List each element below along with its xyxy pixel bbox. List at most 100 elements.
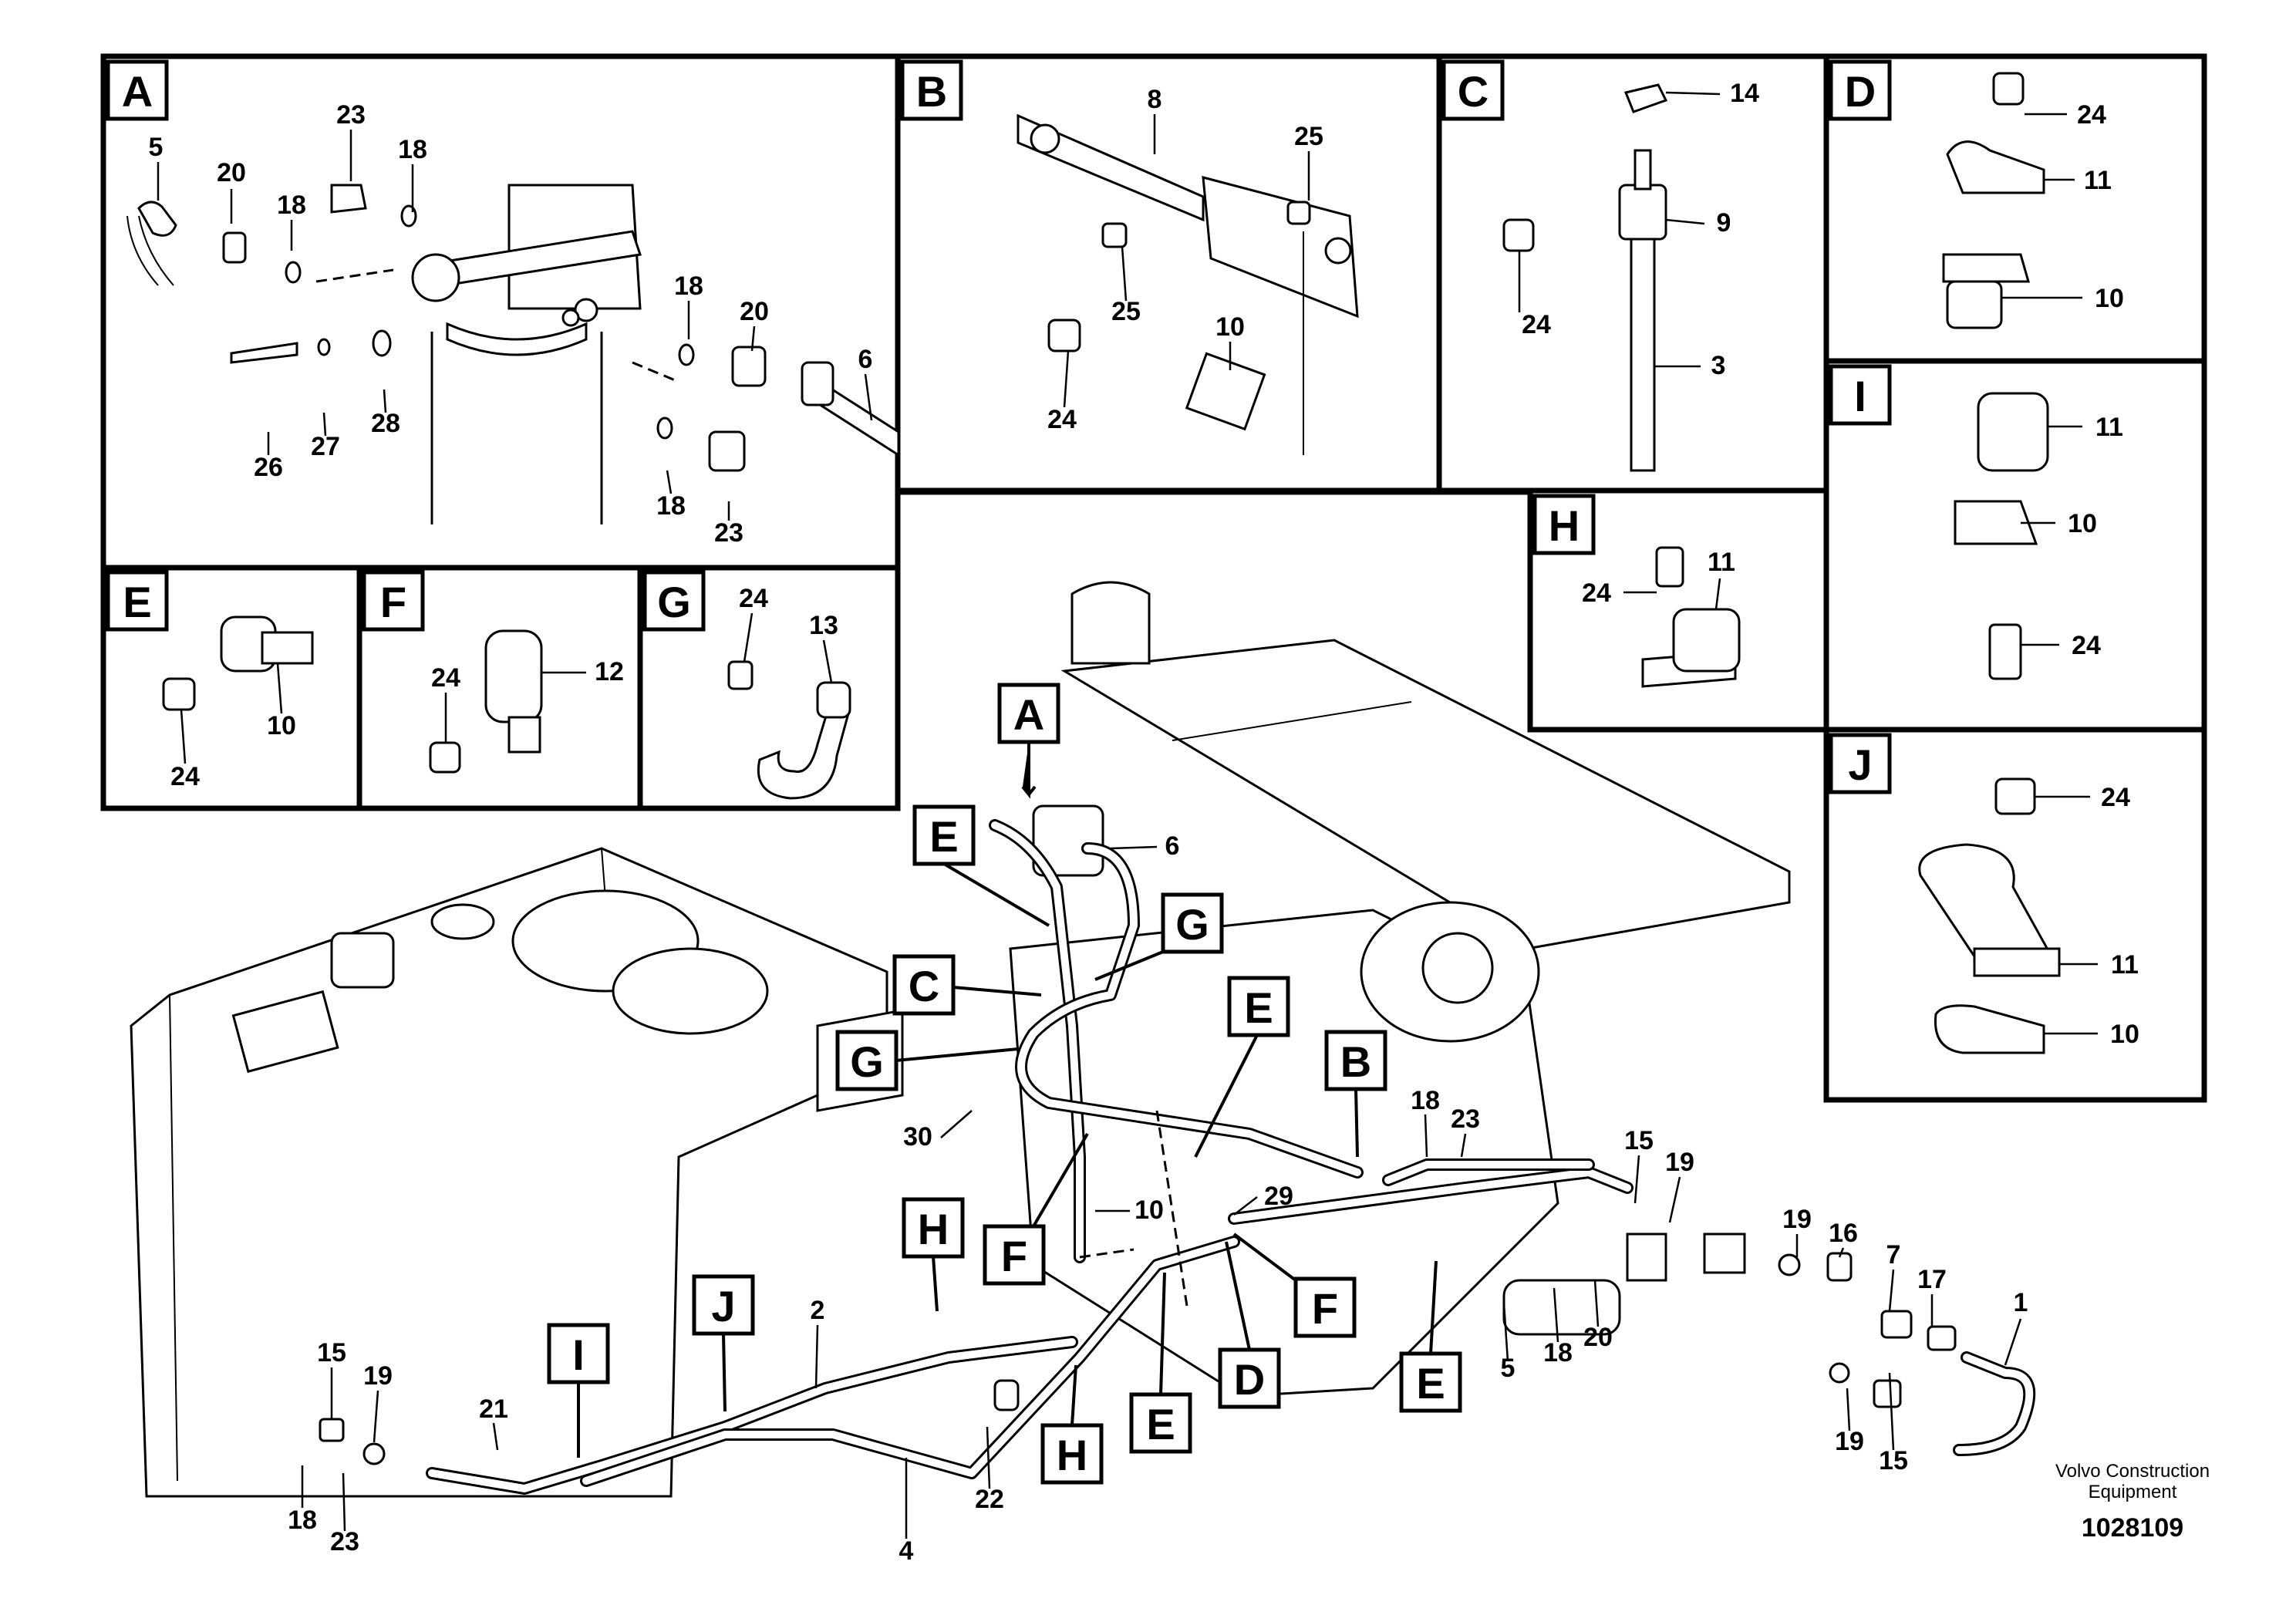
credit-line-1: Volvo Construction [2055,1461,2210,1482]
main-label-f-left: F [1001,1232,1027,1280]
callout-a-28: 28 [371,409,400,438]
panel-i-label: I [1854,372,1866,420]
callouts-panel-g: 24 13 [739,584,838,683]
panel-e-drawing [162,615,314,711]
panel-h-label: H [1549,501,1580,550]
callout-d-24: 24 [2077,100,2106,130]
main-label-d: D [1234,1355,1265,1404]
panel-e-label-box [106,570,169,632]
callout-a-18-top: 18 [398,135,427,164]
main-label-j: J [711,1282,735,1330]
callout-c-9: 9 [1717,208,1731,238]
panel-b-label: B [916,67,947,116]
callout-main-17: 17 [1917,1265,1947,1294]
callouts-main-view: 6 30 10 18 23 29 15 19 19 16 7 17 1 5 18… [288,831,2028,1566]
main-label-h-upper: H [918,1205,949,1253]
callout-main-7: 7 [1886,1240,1901,1270]
callout-i-11: 11 [2095,413,2123,442]
main-label-b: B [1340,1037,1371,1086]
callout-j-11: 11 [2111,950,2139,980]
callout-main-19-left: 19 [363,1361,393,1391]
callout-main-19-mid: 19 [1782,1205,1812,1234]
callout-g-24: 24 [739,584,768,613]
panel-j-label-box [1829,733,1892,794]
panel-g-label: G [657,578,691,626]
panel-a-frame [100,53,901,571]
callout-j-24: 24 [2101,783,2130,812]
callouts-panel-c: 14 9 24 3 [1518,79,1759,380]
main-label-c: C [909,962,939,1010]
callout-main-15-right: 15 [1624,1126,1654,1155]
callout-a-5: 5 [149,133,164,162]
callouts-panel-f: 12 24 [431,657,624,743]
callout-main-21: 21 [479,1394,508,1424]
main-assembly-view [130,489,2036,1498]
panel-i-label-box [1829,364,1892,426]
callout-j-10: 10 [2110,1020,2139,1049]
figure-number: 1028109 [2082,1513,2183,1543]
callout-main-18-left: 18 [288,1506,317,1535]
callout-a-18-mid: 18 [674,271,703,301]
callout-main-6: 6 [1165,831,1180,861]
credit-line-2: Equipment [2089,1482,2177,1502]
callouts-panel-a: 5 20 23 18 18 18 20 6 26 27 28 18 23 [149,100,873,548]
panel-h-label-box [1532,494,1596,555]
callout-a-27: 27 [311,432,340,461]
figure-footer: Volvo Construction Equipment 1028109 [2055,1461,2210,1543]
main-label-f-right: F [1312,1284,1338,1333]
callout-a-26: 26 [254,453,283,482]
callout-main-18-upper: 18 [1411,1086,1440,1115]
panel-c-drawing [1502,83,1668,472]
callouts-panel-i: 11 10 24 [2021,413,2123,660]
panel-g-drawing [727,660,851,800]
callout-main-30: 30 [903,1122,932,1152]
panel-c-label: C [1458,67,1489,116]
callout-main-15-left: 15 [317,1338,346,1367]
panel-b-frame [895,53,1442,494]
panel-a-label-box [106,59,169,121]
panel-j-drawing [1918,777,2061,1054]
callout-b-25-bottom: 25 [1111,297,1141,326]
callout-c-3: 3 [1711,351,1726,380]
callout-main-18-lower: 18 [1543,1338,1573,1367]
main-label-i: I [572,1330,585,1379]
callouts-panel-e: 10 24 [170,663,296,791]
callout-a-20-right: 20 [740,297,769,326]
panel-h-drawing [1641,546,1741,688]
main-label-g-upper: G [1175,900,1209,949]
callouts-panel-b: 8 25 25 10 24 [1047,85,1323,434]
callout-main-16: 16 [1829,1219,1858,1248]
callout-b-25-top: 25 [1294,122,1323,151]
panel-j-label: J [1848,740,1872,789]
callout-i-24: 24 [2072,631,2101,660]
callout-a-18-bottom: 18 [656,491,686,521]
panel-d-drawing [1942,72,2045,329]
main-label-e-right: E [1416,1359,1445,1408]
panel-f-label: F [380,578,406,626]
letter-labels: A B C D E F G H I J A E G C G E [106,59,1892,1485]
panel-d-label: D [1845,67,1876,116]
main-label-g-lower: G [850,1037,884,1086]
callout-main-2: 2 [811,1296,825,1325]
callout-b-8: 8 [1148,85,1162,114]
callout-e-24: 24 [170,762,200,791]
callout-i-10: 10 [2068,509,2097,538]
panel-c-label-box [1441,59,1505,121]
callout-f-24: 24 [431,663,460,693]
main-label-a: A [1013,690,1044,739]
panel-f-drawing [429,629,543,774]
callout-h-24: 24 [1582,578,1611,608]
callout-main-4: 4 [899,1536,914,1566]
callout-a-23-bottom: 23 [714,518,743,548]
callout-main-20: 20 [1583,1323,1613,1352]
callout-a-20-left: 20 [217,158,246,187]
callout-main-15-lower: 15 [1879,1446,1908,1475]
callout-b-10: 10 [1215,312,1245,342]
callout-a-23-top: 23 [336,100,366,130]
callout-b-24: 24 [1047,405,1077,434]
main-label-e-upper: E [929,812,958,861]
callout-d-11: 11 [2084,166,2112,195]
panel-f-label-box [362,570,425,632]
callouts-panel-d: 24 11 10 [2001,100,2124,313]
